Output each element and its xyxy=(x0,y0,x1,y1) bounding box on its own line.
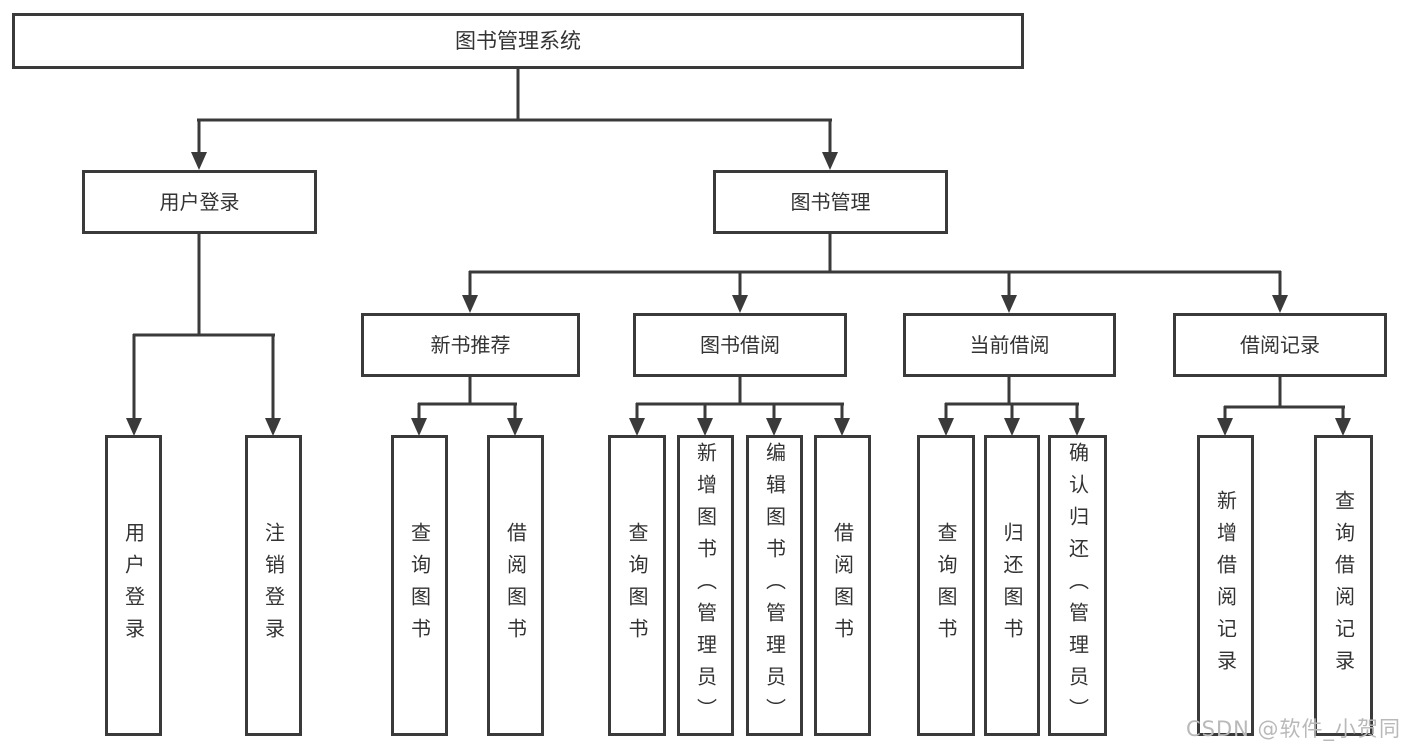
leaf-borrow-books: 借阅图书 xyxy=(814,435,871,736)
leaf-query-books: 查询图书 xyxy=(917,435,975,736)
leaf-label: 注销登录 xyxy=(261,521,286,650)
node-current-borrowing: 当前借阅 xyxy=(903,313,1116,377)
node-user-login-branch: 用户登录 xyxy=(82,170,317,234)
node-library-management-system: 图书管理系统 xyxy=(12,13,1024,69)
leaf-label: 新增借阅记录 xyxy=(1213,489,1238,682)
leaf-confirm-return-admin: 确认归还（管理员） xyxy=(1048,435,1107,736)
leaf-label: 查询图书 xyxy=(407,521,432,650)
node-label: 图书管理系统 xyxy=(455,28,581,53)
csdn-watermark: CSDN @软件_小贺同学 xyxy=(1186,717,1402,741)
leaf-label: 借阅图书 xyxy=(830,521,855,650)
leaf-label: 查询图书 xyxy=(934,521,958,650)
leaf-logout: 注销登录 xyxy=(245,435,302,736)
leaf-query-books: 查询图书 xyxy=(391,435,448,736)
leaf-label: 用户登录 xyxy=(121,521,146,650)
node-label: 图书管理 xyxy=(790,190,871,214)
leaf-add-book-admin: 新增图书（管理员） xyxy=(677,435,734,736)
node-borrowing-records: 借阅记录 xyxy=(1173,313,1387,377)
leaf-label: 归还图书 xyxy=(1000,521,1024,650)
leaf-query-borrow-record: 查询借阅记录 xyxy=(1314,435,1373,736)
leaf-user-login: 用户登录 xyxy=(105,435,162,736)
node-label: 用户登录 xyxy=(159,190,240,214)
node-label: 新书推荐 xyxy=(430,333,511,357)
leaf-label: 查询借阅记录 xyxy=(1331,489,1356,682)
leaf-label: 查询图书 xyxy=(625,521,649,650)
node-label: 图书借阅 xyxy=(700,333,780,357)
node-new-book-recommendation: 新书推荐 xyxy=(361,313,580,377)
leaf-label: 借阅图书 xyxy=(503,521,528,650)
node-book-management-branch: 图书管理 xyxy=(713,170,948,234)
leaf-add-borrow-record: 新增借阅记录 xyxy=(1197,435,1254,736)
node-label: 当前借阅 xyxy=(969,333,1050,357)
node-label: 借阅记录 xyxy=(1240,333,1320,357)
leaf-edit-book-admin: 编辑图书（管理员） xyxy=(746,435,803,736)
leaf-query-books: 查询图书 xyxy=(608,435,666,736)
leaf-label: 确认归还（管理员） xyxy=(1065,441,1090,730)
leaf-borrow-books: 借阅图书 xyxy=(487,435,544,736)
leaf-label: 编辑图书（管理员） xyxy=(762,441,787,730)
leaf-return-books: 归还图书 xyxy=(984,435,1040,736)
leaf-label: 新增图书（管理员） xyxy=(693,441,718,730)
node-book-borrowing: 图书借阅 xyxy=(633,313,847,377)
